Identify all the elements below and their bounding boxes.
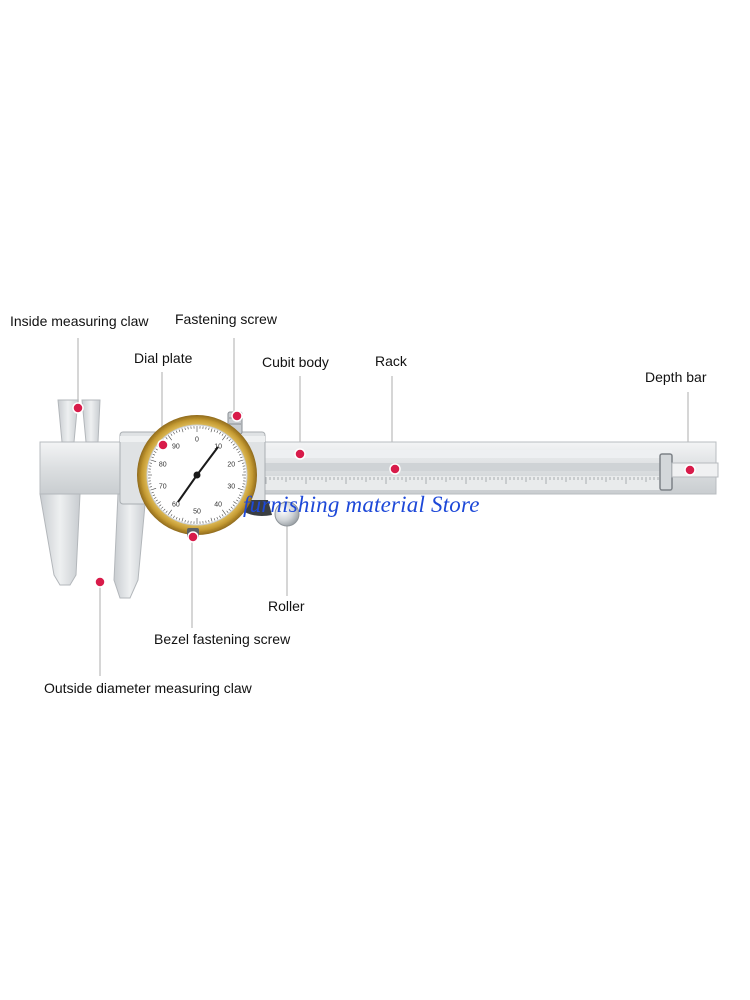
marker-dial-plate xyxy=(158,440,168,450)
dial-number: 40 xyxy=(214,502,222,509)
label-rack: Rack xyxy=(375,353,407,369)
dial-number: 70 xyxy=(159,484,167,491)
marker-inside-claw xyxy=(73,403,83,413)
dial-number: 0 xyxy=(195,437,199,444)
dial-hub xyxy=(194,472,201,479)
depth-bar-cap xyxy=(660,454,672,490)
marker-depth-bar xyxy=(685,465,695,475)
marker-fastening-screw xyxy=(232,411,242,421)
dial-number: 80 xyxy=(159,461,167,468)
label-outside-diameter-measuring-claw: Outside diameter measuring claw xyxy=(44,680,252,696)
label-fastening-screw: Fastening screw xyxy=(175,311,277,327)
label-bezel-fastening-screw: Bezel fastening screw xyxy=(154,631,290,647)
scale-strip xyxy=(262,476,672,490)
label-cubit-body: Cubit body xyxy=(262,354,329,370)
dial-number: 90 xyxy=(172,443,180,450)
marker-outside-claw xyxy=(95,577,105,587)
marker-bezel-screw xyxy=(188,532,198,542)
rack-groove xyxy=(262,463,662,471)
label-depth-bar: Depth bar xyxy=(645,369,706,385)
marker-rack xyxy=(390,464,400,474)
marker-cubit-body xyxy=(295,449,305,459)
dial-number: 50 xyxy=(193,509,201,516)
label-roller: Roller xyxy=(268,598,305,614)
label-dial-plate: Dial plate xyxy=(134,350,192,366)
dial-number: 30 xyxy=(227,484,235,491)
label-inside-measuring-claw: Inside measuring claw xyxy=(10,313,149,329)
dial-number: 20 xyxy=(227,461,235,468)
dial-number: 60 xyxy=(172,502,180,509)
store-watermark: furnishing material Store xyxy=(243,492,480,518)
